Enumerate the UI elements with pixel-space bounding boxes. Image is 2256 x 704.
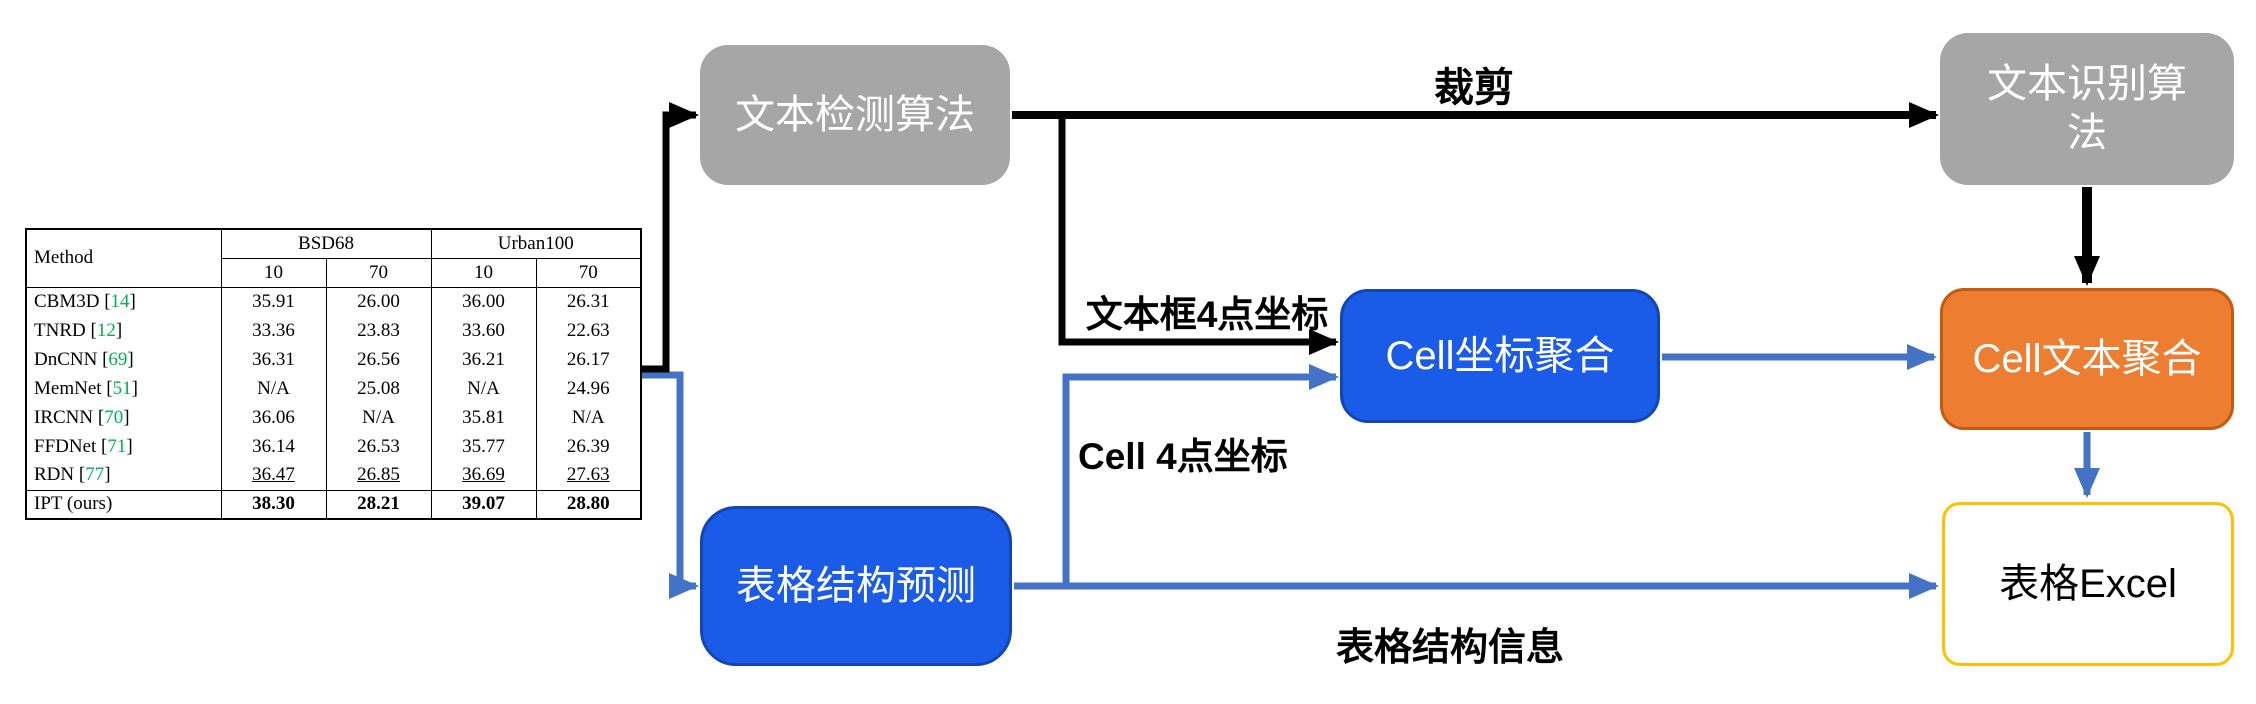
method-cell: MemNet [51] bbox=[25, 374, 222, 403]
citation-number: 12 bbox=[96, 319, 116, 341]
edge-label-crop: 裁剪 bbox=[1434, 66, 1514, 110]
method-cell: RDN [77] bbox=[25, 461, 222, 490]
table-row: DnCNN [69] 36.31 26.56 36.21 26.17 bbox=[25, 345, 642, 374]
method-name: MemNet [ bbox=[34, 377, 113, 399]
citation-number: 71 bbox=[107, 435, 127, 457]
table-row-ipt: IPT (ours) 38.30 28.21 39.07 28.80 bbox=[25, 489, 642, 519]
method-name: TNRD [ bbox=[34, 319, 97, 341]
node-cell-coord-aggregation: Cell坐标聚合 bbox=[1340, 289, 1660, 423]
method-name: DnCNN [ bbox=[34, 348, 109, 370]
table-row: MemNet [51] N/A 25.08 N/A 24.96 bbox=[25, 374, 642, 403]
value-cell: 36.69 bbox=[430, 461, 537, 490]
edge-label-structure-info: 表格结构信息 bbox=[1335, 627, 1564, 669]
value-cell: 27.63 bbox=[535, 461, 642, 490]
node-cell-text-aggregation: Cell文本聚合 bbox=[1940, 288, 2234, 430]
edge-label-textbox-coords: 文本框4点坐标 bbox=[1085, 294, 1329, 335]
value-cell: 35.77 bbox=[430, 432, 537, 461]
table-row: FFDNet [71] 36.14 26.53 35.77 26.39 bbox=[25, 432, 642, 461]
header-noise-level: 10 bbox=[430, 258, 537, 288]
value-cell: 36.00 bbox=[430, 287, 537, 316]
method-name: CBM3D [ bbox=[34, 290, 111, 312]
bracket: ] bbox=[115, 319, 123, 341]
value-cell: 26.56 bbox=[325, 345, 432, 374]
node-table-excel: 表格Excel bbox=[1942, 502, 2234, 666]
value-cell: N/A bbox=[535, 403, 642, 432]
value-cell: 35.81 bbox=[430, 403, 537, 432]
value-cell: 26.53 bbox=[325, 432, 432, 461]
citation-number: 51 bbox=[112, 377, 132, 399]
header-bsd68: BSD68 bbox=[220, 229, 432, 259]
table-row: TNRD [12] 33.36 23.83 33.60 22.63 bbox=[25, 316, 642, 345]
bracket: ] bbox=[131, 377, 138, 399]
bracket: ] bbox=[123, 406, 130, 428]
arrow-table-to-detection bbox=[640, 102, 699, 373]
value-cell: 22.63 bbox=[535, 316, 642, 345]
value-cell: 35.91 bbox=[220, 287, 327, 316]
method-cell: IPT (ours) bbox=[25, 489, 222, 519]
method-name: FFDNet [ bbox=[34, 435, 108, 457]
citation-number: 69 bbox=[108, 348, 128, 370]
bracket: ] bbox=[126, 435, 133, 457]
header-noise-level: 10 bbox=[220, 258, 327, 288]
header-noise-level: 70 bbox=[535, 258, 642, 288]
header-noise-level: 70 bbox=[325, 258, 432, 288]
arrow-structure-to-cellcoord bbox=[1062, 364, 1339, 589]
citation-number: 77 bbox=[85, 464, 105, 486]
value-cell: 33.60 bbox=[430, 316, 537, 345]
citation-number: 14 bbox=[110, 290, 130, 312]
method-cell: FFDNet [71] bbox=[25, 432, 222, 461]
results-table: Method BSD68 Urban100 10 70 10 70 CBM3D … bbox=[25, 228, 642, 520]
table-row: IRCNN [70] 36.06 N/A 35.81 N/A bbox=[25, 403, 642, 432]
value-cell: 24.96 bbox=[535, 374, 642, 403]
value-cell: 26.17 bbox=[535, 345, 642, 374]
method-cell: DnCNN [69] bbox=[25, 345, 222, 374]
table-row: CBM3D [14] 35.91 26.00 36.00 26.31 bbox=[25, 287, 642, 316]
value-cell: 25.08 bbox=[325, 374, 432, 403]
value-cell: 36.31 bbox=[220, 345, 327, 374]
node-text-recognition: 文本识别算法 bbox=[1940, 33, 2234, 185]
table-header-row-noise: 10 70 10 70 bbox=[26, 258, 642, 288]
value-cell: N/A bbox=[430, 374, 537, 403]
value-cell: 26.31 bbox=[535, 287, 642, 316]
method-cell: CBM3D [14] bbox=[25, 287, 222, 316]
node-table-structure-prediction: 表格结构预测 bbox=[700, 506, 1012, 666]
table-row: RDN [77] 36.47 26.85 36.69 27.63 bbox=[25, 461, 642, 490]
method-cell: IRCNN [70] bbox=[25, 403, 222, 432]
value-cell: 28.21 bbox=[325, 489, 432, 519]
value-cell: 33.36 bbox=[220, 316, 327, 345]
value-cell: N/A bbox=[325, 403, 432, 432]
value-cell: 36.21 bbox=[430, 345, 537, 374]
edge-label-cell-coords: Cell 4点坐标 bbox=[1078, 436, 1288, 477]
value-cell: 26.85 bbox=[325, 461, 432, 490]
method-cell: TNRD [12] bbox=[25, 316, 222, 345]
arrow-detection-to-cellcoord bbox=[1058, 112, 1339, 355]
arrow-table-to-structure bbox=[640, 371, 699, 599]
node-text-detection: 文本检测算法 bbox=[700, 45, 1010, 185]
value-cell: 36.14 bbox=[220, 432, 327, 461]
header-urban100: Urban100 bbox=[430, 229, 642, 259]
method-name: RDN [ bbox=[34, 464, 86, 486]
bracket: ] bbox=[104, 464, 111, 486]
bracket: ] bbox=[127, 348, 134, 370]
method-name: IRCNN [ bbox=[34, 406, 105, 428]
value-cell: 26.39 bbox=[535, 432, 642, 461]
table-header-row-groups: Method BSD68 Urban100 bbox=[25, 229, 642, 288]
value-cell: 39.07 bbox=[430, 489, 537, 519]
value-cell: 36.06 bbox=[220, 403, 327, 432]
method-name: IPT (ours) bbox=[34, 493, 113, 515]
value-cell: 23.83 bbox=[325, 316, 432, 345]
value-cell: 26.00 bbox=[325, 287, 432, 316]
value-cell: N/A bbox=[220, 374, 327, 403]
bracket: ] bbox=[129, 290, 136, 312]
value-cell: 38.30 bbox=[220, 489, 327, 519]
value-cell: 28.80 bbox=[535, 489, 642, 519]
citation-number: 70 bbox=[104, 406, 124, 428]
header-method: Method bbox=[25, 229, 222, 288]
value-cell: 36.47 bbox=[220, 461, 327, 490]
